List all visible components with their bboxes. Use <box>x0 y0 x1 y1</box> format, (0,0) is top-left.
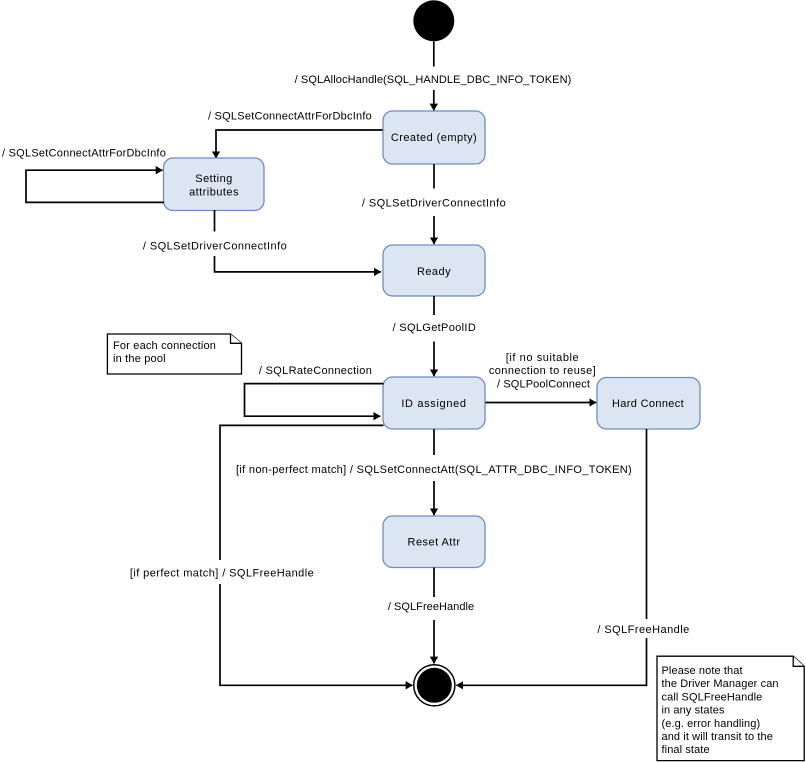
svg-text:Ready: Ready <box>417 266 451 278</box>
svg-text:/ SQLRateConnection: / SQLRateConnection <box>259 365 372 377</box>
svg-text:Please note that: Please note that <box>662 665 743 677</box>
svg-text:Created (empty): Created (empty) <box>391 132 477 144</box>
svg-text:call SQLFreeHandle: call SQLFreeHandle <box>662 691 763 703</box>
svg-text:/ SQLSetDriverConnectInfo: / SQLSetDriverConnectInfo <box>143 241 287 253</box>
svg-text:[if no suitable: [if no suitable <box>506 352 580 364</box>
svg-text:ID assigned: ID assigned <box>401 398 466 410</box>
svg-text:in any states: in any states <box>662 705 725 717</box>
svg-text:/ SQLSetConnectAttrForDbcInfo: / SQLSetConnectAttrForDbcInfo <box>2 148 166 160</box>
svg-text:connection to reuse]: connection to reuse] <box>489 365 596 377</box>
svg-text:For each connection: For each connection <box>113 340 216 352</box>
svg-text:[if perfect match] / SQLFreeHa: [if perfect match] / SQLFreeHandle <box>130 567 314 579</box>
svg-text:(e.g. error handling): (e.g. error handling) <box>662 718 761 730</box>
svg-text:Reset Attr: Reset Attr <box>408 537 461 549</box>
svg-text:/ SQLFreeHandle: / SQLFreeHandle <box>597 624 689 636</box>
svg-text:Setting: Setting <box>195 173 232 185</box>
svg-text:and it will transit to the: and it will transit to the <box>662 731 773 743</box>
svg-text:/ SQLSetConnectAttrForDbcInfo: / SQLSetConnectAttrForDbcInfo <box>208 110 372 122</box>
svg-text:[if non-perfect match] / SQLSe: [if non-perfect match] / SQLSetConnectAt… <box>236 464 632 476</box>
svg-text:/ SQLAllocHandle(SQL_HANDLE_DB: / SQLAllocHandle(SQL_HANDLE_DBC_INFO_TOK… <box>295 74 572 86</box>
svg-text:Hard Connect: Hard Connect <box>612 398 684 410</box>
svg-text:/ SQLPoolConnect: / SQLPoolConnect <box>497 379 590 391</box>
svg-text:the Driver Manager can: the Driver Manager can <box>662 678 779 690</box>
svg-text:/ SQLGetPoolID: / SQLGetPoolID <box>392 322 476 334</box>
svg-text:in the pool: in the pool <box>113 353 166 365</box>
svg-text:/ SQLFreeHandle: / SQLFreeHandle <box>388 601 474 613</box>
svg-text:/ SQLSetDriverConnectInfo: / SQLSetDriverConnectInfo <box>362 198 506 210</box>
svg-text:final state: final state <box>662 744 710 756</box>
svg-text:attributes: attributes <box>189 186 239 198</box>
